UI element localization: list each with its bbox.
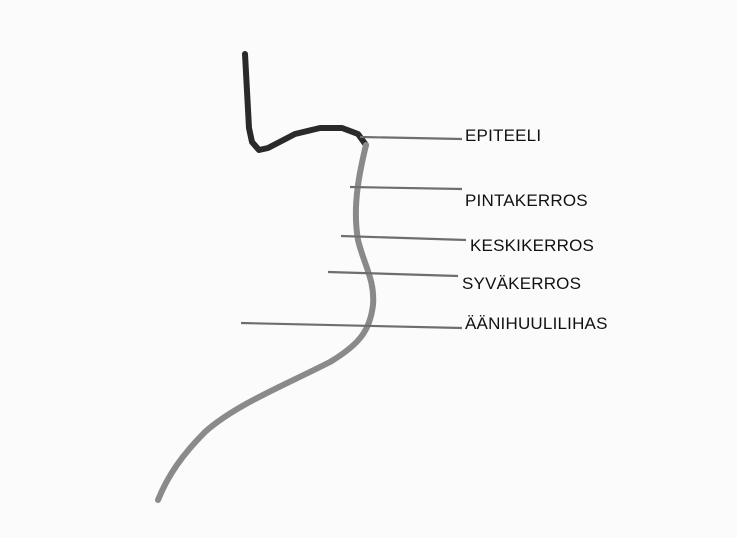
leader-line-epiteeli	[360, 137, 462, 139]
label-keskikerros: KESKIKERROS	[470, 236, 594, 256]
label-syvakerros: SYVÄKERROS	[462, 274, 581, 294]
label-aanihuulilihas: ÄÄNIHUULILIHAS	[465, 314, 608, 334]
leader-line-syvakerros	[328, 272, 458, 276]
leader-line-pintakerros	[350, 187, 462, 189]
label-epiteeli: EPITEELI	[465, 126, 541, 146]
label-pintakerros: PINTAKERROS	[465, 191, 588, 211]
fold-outline-dark	[245, 54, 366, 150]
leader-line-aanihuulilihas	[241, 323, 462, 328]
